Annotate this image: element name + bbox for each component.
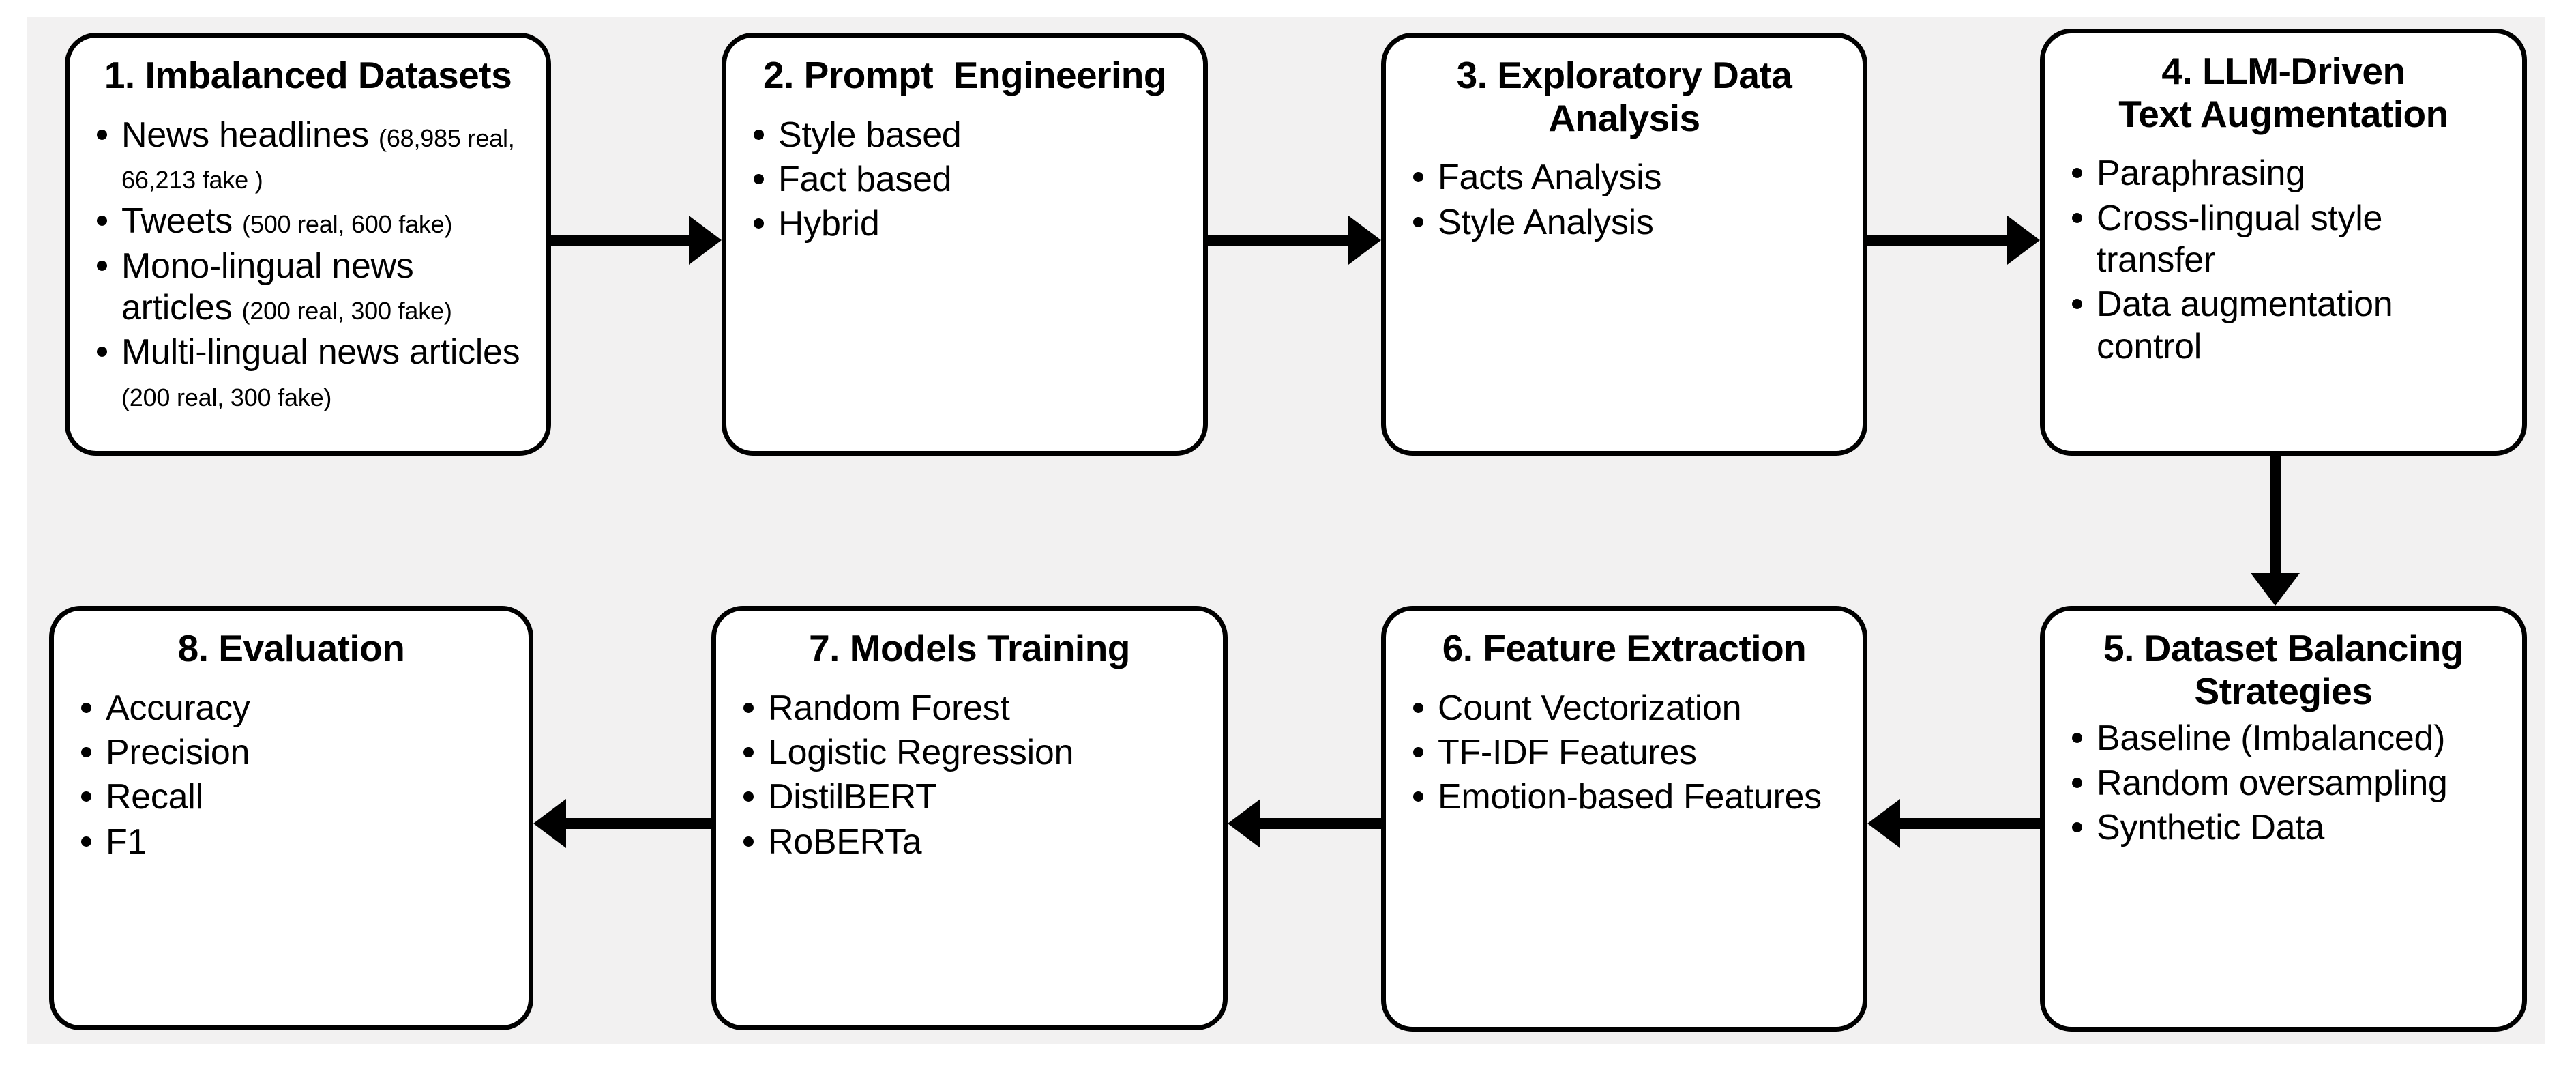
node-8-list: Accuracy Precision Recall F1: [69, 688, 514, 863]
arrowhead-right-icon: [1348, 216, 1381, 265]
arrow-shaft: [2270, 456, 2281, 575]
flow-node-7-models-training[interactable]: 7. Models Training Random Forest Logisti…: [711, 606, 1228, 1030]
list-item: Facts Analysis: [1408, 157, 1848, 199]
list-item: DistilBERT: [738, 776, 1208, 818]
item-main: Multi-lingual news articles: [121, 332, 520, 373]
node-8-title: 8. Evaluation: [177, 627, 405, 669]
list-item: Hybrid: [748, 203, 1188, 245]
flow-node-6-feature-extraction[interactable]: 6. Feature Extraction Count Vectorizatio…: [1381, 606, 1867, 1032]
item-main: News headlines: [121, 115, 379, 155]
arrowhead-left-icon: [533, 799, 566, 848]
arrow-shaft: [1208, 235, 1350, 246]
list-item: Style based: [748, 115, 1188, 156]
list-item: Mono-lingual news articles (200 real, 30…: [91, 246, 531, 330]
node-7-list: Random Forest Logistic Regression Distil…: [731, 688, 1208, 863]
arrow-shaft: [1898, 818, 2040, 829]
flow-node-1-imbalanced-datasets[interactable]: 1. Imbalanced Datasets News headlines (6…: [65, 33, 551, 456]
arrow-shaft: [564, 818, 711, 829]
list-item: RoBERTa: [738, 821, 1208, 863]
item-sub: (500 real, 600 fake): [242, 210, 453, 239]
node-2-list: Style based Fact based Hybrid: [741, 115, 1188, 246]
node-1-list: News headlines (68,985 real, 66,213 fake…: [85, 115, 531, 416]
list-item: Multi-lingual news articles (200 real, 3…: [91, 332, 531, 416]
arrowhead-down-icon: [2251, 573, 2300, 606]
arrowhead-right-icon: [2007, 216, 2040, 265]
node-4-title: 4. LLM-Driven Text Augmentation: [2118, 50, 2448, 135]
list-item: Cross-lingual style transfer: [2067, 198, 2507, 282]
node-6-list: Count Vectorization TF-IDF Features Emot…: [1401, 688, 1848, 819]
flow-node-2-prompt-engineering[interactable]: 2. Prompt Engineering Style based Fact b…: [722, 33, 1208, 456]
list-item: Random oversampling: [2067, 763, 2507, 804]
item-main: Tweets: [121, 201, 243, 242]
node-1-title: 1. Imbalanced Datasets: [104, 54, 512, 96]
list-item: Random Forest: [738, 688, 1208, 729]
list-item: TF-IDF Features: [1408, 732, 1848, 774]
list-item: Tweets (500 real, 600 fake): [91, 201, 531, 242]
list-item: F1: [76, 821, 514, 863]
arrowhead-left-icon: [1228, 799, 1260, 848]
item-sub: (200 real, 300 fake): [121, 383, 332, 411]
list-item: Precision: [76, 732, 514, 774]
arrowhead-right-icon: [689, 216, 722, 265]
flow-node-8-evaluation[interactable]: 8. Evaluation Accuracy Precision Recall …: [49, 606, 533, 1030]
node-3-list: Facts Analysis Style Analysis: [1401, 157, 1848, 244]
arrow-shaft: [1867, 235, 2009, 246]
node-3-title: 3. Exploratory Data Analysis: [1456, 54, 1801, 139]
list-item: Fact based: [748, 159, 1188, 201]
node-2-title: 2. Prompt Engineering: [763, 54, 1167, 96]
flow-node-5-dataset-balancing-strategies[interactable]: 5. Dataset Balancing Strategies Baseline…: [2040, 606, 2527, 1032]
arrowhead-left-icon: [1867, 799, 1900, 848]
list-item: Style Analysis: [1408, 202, 1848, 244]
node-5-list: Baseline (Imbalanced) Random oversamplin…: [2060, 718, 2507, 849]
list-item: Emotion-based Features: [1408, 776, 1848, 818]
node-4-list: Paraphrasing Cross-lingual style transfe…: [2060, 153, 2507, 368]
item-main: Mono-lingual news articles: [121, 246, 414, 328]
list-item: Logistic Regression: [738, 732, 1208, 774]
node-7-title: 7. Models Training: [809, 627, 1130, 669]
list-item: Paraphrasing: [2067, 153, 2507, 194]
node-6-title: 6. Feature Extraction: [1442, 627, 1807, 669]
list-item: Data augmentation control: [2067, 284, 2507, 368]
flow-node-3-exploratory-data-analysis[interactable]: 3. Exploratory Data Analysis Facts Analy…: [1381, 33, 1867, 456]
flow-node-4-llm-driven-text-augmentation[interactable]: 4. LLM-Driven Text Augmentation Paraphra…: [2040, 29, 2527, 456]
arrow-shaft: [551, 235, 691, 246]
list-item: Accuracy: [76, 688, 514, 729]
arrow-shaft: [1258, 818, 1381, 829]
list-item: News headlines (68,985 real, 66,213 fake…: [91, 115, 531, 199]
list-item: Synthetic Data: [2067, 807, 2507, 849]
item-sub: (68,985 real, 66,213 fake ): [121, 123, 515, 194]
list-item: Count Vectorization: [1408, 688, 1848, 729]
list-item: Baseline (Imbalanced): [2067, 718, 2507, 759]
node-5-title: 5. Dataset Balancing Strategies: [2103, 627, 2474, 712]
item-sub: (200 real, 300 fake): [241, 297, 452, 325]
list-item: Recall: [76, 776, 514, 818]
